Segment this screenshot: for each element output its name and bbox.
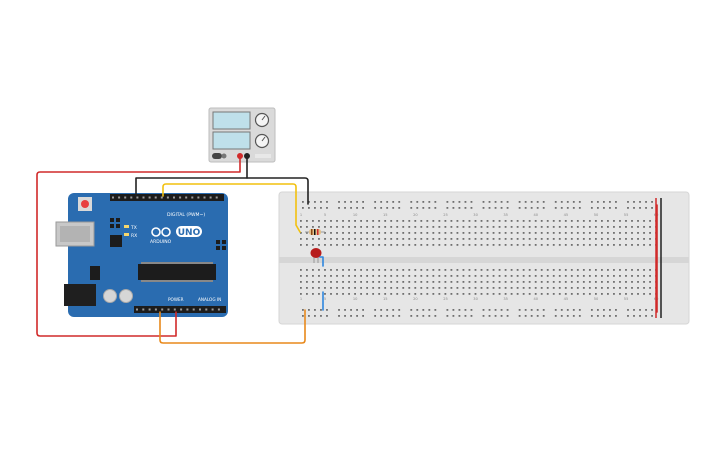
wire-red[interactable] — [36, 156, 241, 337]
voltage-display — [212, 111, 251, 130]
column-number: 45 — [564, 213, 569, 217]
breadboard-holes[interactable] — [300, 201, 657, 317]
power-supply-label-strip — [255, 154, 271, 158]
column-number: 25 — [443, 213, 448, 217]
power-pins[interactable] — [136, 308, 220, 311]
wire-yellow[interactable] — [162, 183, 301, 233]
column-number: 20 — [413, 297, 418, 301]
column-number: 55 — [624, 297, 629, 301]
led-red[interactable] — [310, 248, 322, 263]
column-number: 1 — [300, 213, 302, 217]
brand-label: ARDUINO — [150, 239, 172, 245]
tx-label: TX — [130, 225, 137, 231]
digital-pins[interactable] — [112, 196, 218, 199]
icsp-header — [110, 218, 226, 250]
dc-jack[interactable] — [64, 284, 96, 306]
column-number: 40 — [533, 213, 538, 217]
breadboard[interactable]: 1155101015152020252530303535404045455050… — [278, 191, 690, 325]
uno-badge — [176, 226, 202, 237]
column-number: 55 — [624, 213, 629, 217]
column-number: 5 — [324, 297, 326, 301]
column-number: 25 — [443, 297, 448, 301]
power-switch-icon[interactable] — [212, 153, 222, 159]
column-number: 15 — [383, 213, 388, 217]
atmega-chip — [138, 264, 216, 280]
column-number: 5 — [324, 213, 326, 217]
arduino-logo — [151, 227, 171, 237]
tx-led-icon — [124, 225, 129, 228]
column-number: 50 — [594, 297, 599, 301]
column-number: 20 — [413, 213, 418, 217]
column-number: 45 — [564, 297, 569, 301]
column-number: 10 — [353, 213, 358, 217]
column-number: 35 — [503, 213, 508, 217]
usb-chip — [110, 235, 122, 247]
breadboard-center-channel — [279, 257, 689, 263]
uno-label: UNO — [178, 228, 201, 238]
wire-orange[interactable] — [159, 309, 306, 344]
column-number: 35 — [503, 297, 508, 301]
wire-black-arduino[interactable] — [135, 156, 248, 197]
column-number: 1 — [300, 297, 302, 301]
wire-black-breadboard[interactable] — [246, 177, 309, 205]
rx-led-icon — [124, 233, 129, 236]
power-analog-header[interactable] — [134, 306, 226, 313]
arduino-uno[interactable]: DIGITAL (PWM~) TX RX UNO ARDUINO POWER A… — [55, 193, 228, 317]
analog-label: ANALOG IN — [198, 297, 221, 302]
power-label: POWER — [168, 297, 184, 302]
column-number: 40 — [533, 297, 538, 301]
regulator-chip — [90, 266, 100, 280]
digital-label: DIGITAL (PWM~) — [167, 212, 205, 218]
negative-terminal-icon[interactable] — [244, 153, 250, 159]
capacitor-icon — [103, 289, 117, 303]
column-number: 30 — [473, 213, 478, 217]
power-supply[interactable] — [208, 107, 276, 163]
arduino-board — [68, 193, 228, 317]
positive-terminal-icon[interactable] — [237, 153, 243, 159]
wires[interactable] — [36, 156, 658, 344]
current-display — [212, 131, 251, 150]
column-number: 30 — [473, 297, 478, 301]
column-number: 15 — [383, 297, 388, 301]
capacitor-icon — [119, 289, 133, 303]
rx-label: RX — [131, 233, 137, 239]
column-number: 10 — [353, 297, 358, 301]
column-number: 50 — [594, 213, 599, 217]
ground-terminal-icon[interactable] — [221, 153, 227, 159]
reset-icon — [81, 200, 89, 208]
resistor[interactable] — [305, 229, 325, 235]
wire-blue-led[interactable] — [319, 256, 324, 267]
led-icon — [310, 248, 322, 258]
